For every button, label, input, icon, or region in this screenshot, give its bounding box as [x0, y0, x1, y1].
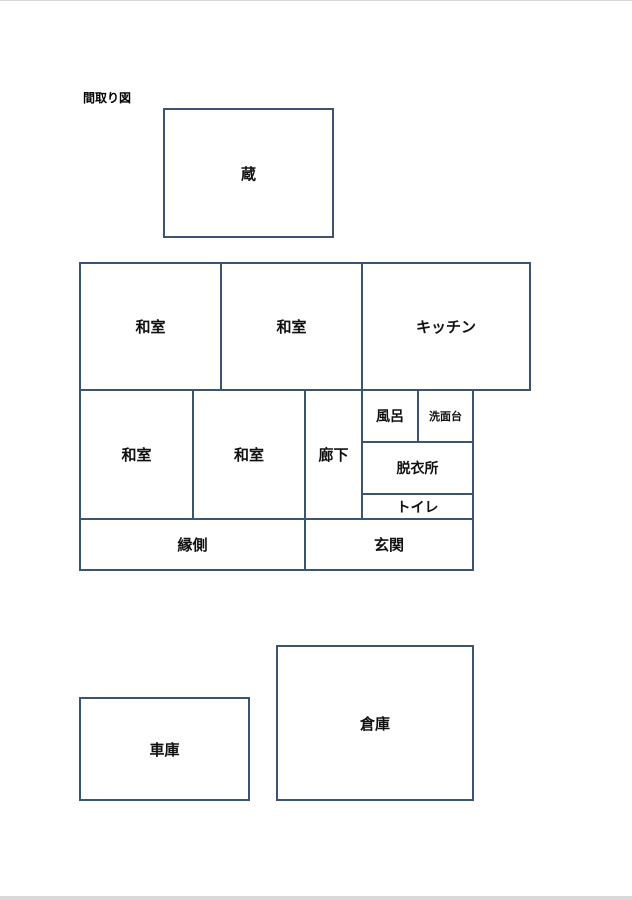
room-souko: 倉庫: [276, 645, 474, 801]
room-washitsu-2: 和室: [220, 262, 363, 391]
page-title: 間取り図: [83, 91, 132, 105]
room-furo: 風呂: [361, 389, 419, 443]
page-top-border: [0, 0, 632, 1]
room-engawa: 縁側: [79, 518, 306, 571]
room-toilet: トイレ: [361, 493, 474, 520]
room-rouka: 廊下: [304, 389, 363, 520]
room-kura: 蔵: [163, 108, 334, 238]
room-kitchen: キッチン: [361, 262, 531, 391]
room-washitsu-3: 和室: [79, 389, 194, 520]
room-shako: 車庫: [79, 697, 250, 801]
room-washitsu-1: 和室: [79, 262, 222, 391]
room-genkan: 玄関: [304, 518, 474, 571]
room-washitsu-4: 和室: [192, 389, 306, 520]
room-datsuijo: 脱衣所: [361, 441, 474, 495]
room-senmendai: 洗面台: [417, 389, 474, 443]
page-bottom-border: [0, 896, 632, 900]
